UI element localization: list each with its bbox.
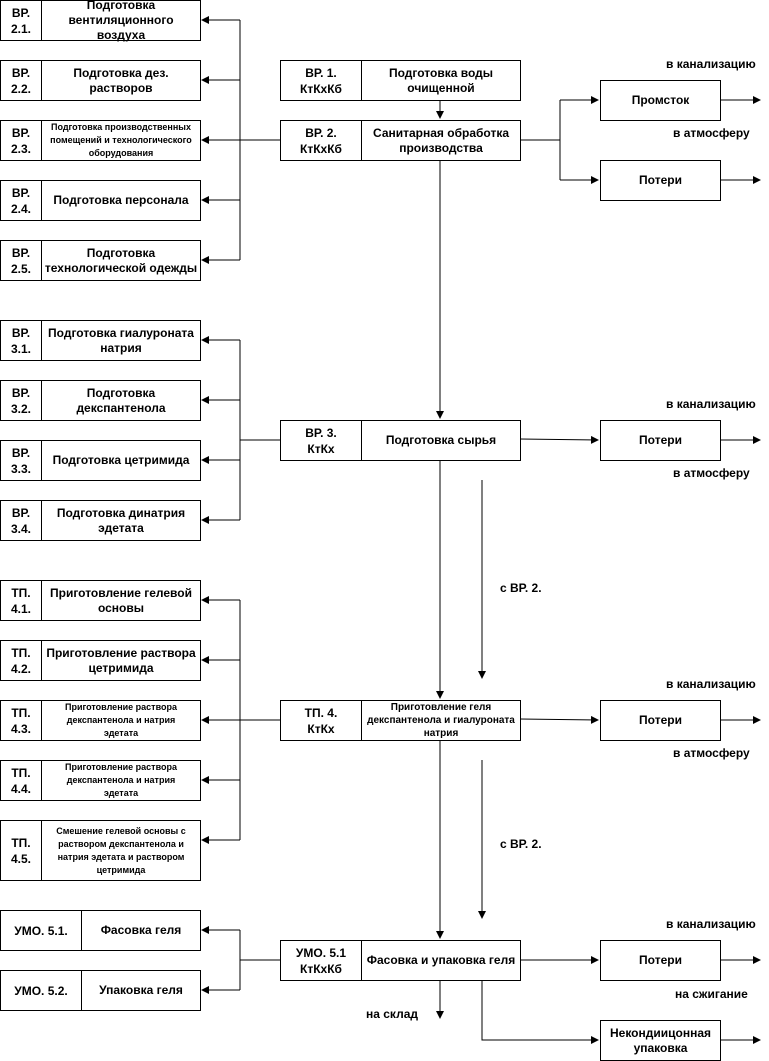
process-code: ВР. 3.2. [1,381,42,420]
process-code: ВР. 2.4. [1,181,42,220]
process-box-vr-2-5: ВР. 2.5. Подготовка технологической одеж… [0,240,201,281]
process-box-umo-5-2: УМО. 5.2. Упаковка геля [0,970,201,1011]
process-box-tp-4: ТП. 4. КтКх Приготовление геля декспанте… [280,700,521,741]
process-code: ТП. 4.3. [1,701,42,740]
process-name: Подготовка гиалуроната натрия [48,325,194,355]
label-to-atmosphere: в атмосферу [673,126,750,140]
process-code: ВР. 2.2. [1,61,42,100]
output-box-promstok: Промсток [600,80,721,121]
process-code: ВР. 3.1. [1,321,42,360]
process-box-tp-4-4: ТП. 4.4. Приготовление раствора декспант… [0,760,201,801]
process-code: ВР. 3.4. [1,501,42,540]
process-code: ТП. 4.4. [1,761,42,800]
output-box-losses: Потери [600,940,721,981]
output-box-losses: Потери [600,700,721,741]
process-name: Подготовка воды очищенной [389,65,493,95]
process-code: ТП. 4. КтКх [281,701,362,740]
process-code: ВР. 2.5. [1,241,42,280]
process-code: ТП. 4.5. [1,821,42,880]
process-name: Подготовка вентиляционного воздуха [68,0,174,42]
process-name: Смешение гелевой основы с раствором декс… [56,825,186,875]
process-box-vr-1: ВР. 1. КтКхКб Подготовка воды очищенной [280,60,521,101]
process-box-vr-3: ВР. 3. КтКх Подготовка сырья [280,420,521,461]
label-from-vr-2: с ВР. 2. [500,581,542,595]
connector [481,980,599,1044]
process-name: Подготовка декспантенола [76,385,166,415]
process-name: Подготовка сырья [385,433,497,447]
process-box-tp-4-2: ТП. 4.2. Приготовление раствора цетримид… [0,640,201,681]
process-name: Приготовление раствора цетримида [46,645,196,675]
process-name: Приготовление раствора декспантенола и н… [64,762,177,798]
process-box-vr-2-3: ВР. 2.3. Подготовка производственных пом… [0,120,201,161]
output-box-losses: Потери [600,420,721,461]
process-name: Упаковка геля [99,983,183,997]
process-box-vr-2-2: ВР. 2.2. Подготовка дез. растворов [0,60,201,101]
process-box-vr-2: ВР. 2. КтКхКб Санитарная обработка произ… [280,120,521,161]
process-box-tp-4-3: ТП. 4.3. Приготовление раствора декспант… [0,700,201,741]
label-to-sewer: в канализацию [666,677,756,691]
process-box-vr-2-4: ВР. 2.4. Подготовка персонала [0,180,201,221]
process-code: ВР. 2. КтКхКб [281,121,362,160]
process-box-tp-4-1: ТП. 4.1. Приготовление гелевой основы [0,580,201,621]
process-code: ВР. 1. КтКхКб [281,61,362,100]
process-box-umo-5: УМО. 5.1 КтКхКб Фасовка и упаковка геля [280,940,521,981]
process-code: ВР. 2.1. [1,1,42,40]
label-to-sewer: в канализацию [666,917,756,931]
process-code: ВР. 3. КтКх [281,421,362,460]
process-name: Подготовка цетримида [52,453,190,467]
process-name: Подготовка персонала [53,193,189,207]
label-to-atmosphere: в атмосферу [673,466,750,480]
label-to-sewer: в канализацию [666,57,756,71]
process-name: Фасовка геля [100,923,182,937]
process-code: ТП. 4.2. [1,641,42,680]
process-name: Фасовка и упаковка геля [366,953,516,967]
process-code: УМО. 5.1 КтКхКб [281,941,362,980]
process-box-vr-3-2: ВР. 3.2. Подготовка декспантенола [0,380,201,421]
process-name: Приготовление гелевой основы [50,585,192,615]
label-to-incineration: на сжигание [675,987,748,1001]
label-to-sewer: в канализацию [666,397,756,411]
process-box-vr-2-1: ВР. 2.1. Подготовка вентиляционного возд… [0,0,201,42]
process-box-vr-3-1: ВР. 3.1. Подготовка гиалуроната натрия [0,320,201,361]
process-name: Подготовка производственных помещений и … [50,122,192,158]
process-name: Приготовление раствора декспантенола и н… [64,702,177,738]
process-code: УМО. 5.1. [1,911,82,950]
output-box-defective-packaging: Некондиицонная упаковка [600,1020,721,1061]
process-box-vr-3-4: ВР. 3.4. Подготовка динатрия эдетата [0,500,201,541]
process-name: Приготовление геля декспантенола и гиалу… [367,702,515,739]
process-name: Санитарная обработка производства [373,125,509,155]
process-name: Подготовка динатрия эдетата [56,505,186,535]
process-code: ТП. 4.1. [1,581,42,620]
process-code: ВР. 3.3. [1,441,42,480]
process-box-vr-3-3: ВР. 3.3. Подготовка цетримида [0,440,201,481]
label-from-vr-2: с ВР. 2. [500,837,542,851]
process-box-umo-5-1: УМО. 5.1. Фасовка геля [0,910,201,951]
process-box-tp-4-5: ТП. 4.5. Смешение гелевой основы с раств… [0,820,201,881]
process-code: ВР. 2.3. [1,121,42,160]
connector [519,715,599,724]
output-box-losses: Потери [600,160,721,201]
process-name: Подготовка технологической одежды [44,245,198,275]
process-code: УМО. 5.2. [1,971,82,1010]
label-to-atmosphere: в атмосферу [673,746,750,760]
label-to-warehouse: на склад [366,1007,418,1021]
process-name: Подготовка дез. растворов [73,65,169,95]
connector [519,435,599,444]
